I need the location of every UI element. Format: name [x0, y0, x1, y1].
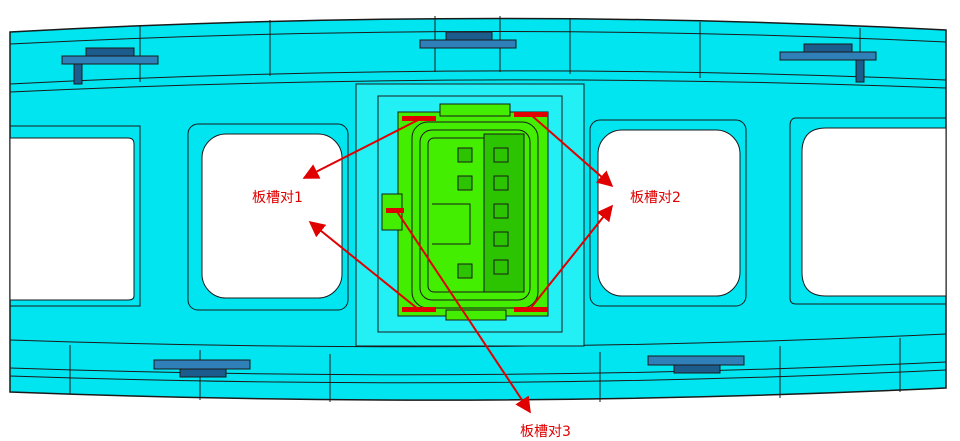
slot-mark-bottom-left [402, 307, 436, 312]
slot-mark-top-left [402, 116, 436, 121]
frame-bottom-band-line [9, 361, 947, 376]
window-right-inner [589, 119, 747, 307]
label-pair2: 板槽对2 [630, 190, 681, 206]
arrow-pair2-bottom [529, 204, 613, 310]
clip-bottom-right [647, 355, 745, 374]
center-boss-inner [377, 95, 563, 333]
slot-mark-bottom-right [514, 307, 548, 312]
arrow-pair2-top [529, 113, 614, 188]
clip-top-center [419, 31, 517, 49]
window-right-outer [789, 117, 947, 305]
window-left-inner [187, 123, 349, 311]
frame-top-band-line [9, 79, 947, 93]
frame-top-band-line [9, 70, 947, 85]
arrow-pair1-bottom [308, 220, 419, 310]
label-pair1: 板槽对1 [252, 190, 303, 206]
slot-mark-side [386, 208, 404, 213]
clip-top-left [61, 47, 159, 85]
frame-bottom-band-line [9, 369, 947, 384]
clip-top-right [779, 43, 877, 83]
label-pair3: 板槽对3 [520, 424, 571, 440]
clip-bottom-left [153, 359, 251, 378]
window-left-outer [9, 125, 141, 307]
connector [381, 103, 549, 321]
arrow-pair3 [395, 209, 531, 414]
pointer-arrows [302, 113, 614, 414]
arrow-pair1-top [302, 119, 419, 179]
